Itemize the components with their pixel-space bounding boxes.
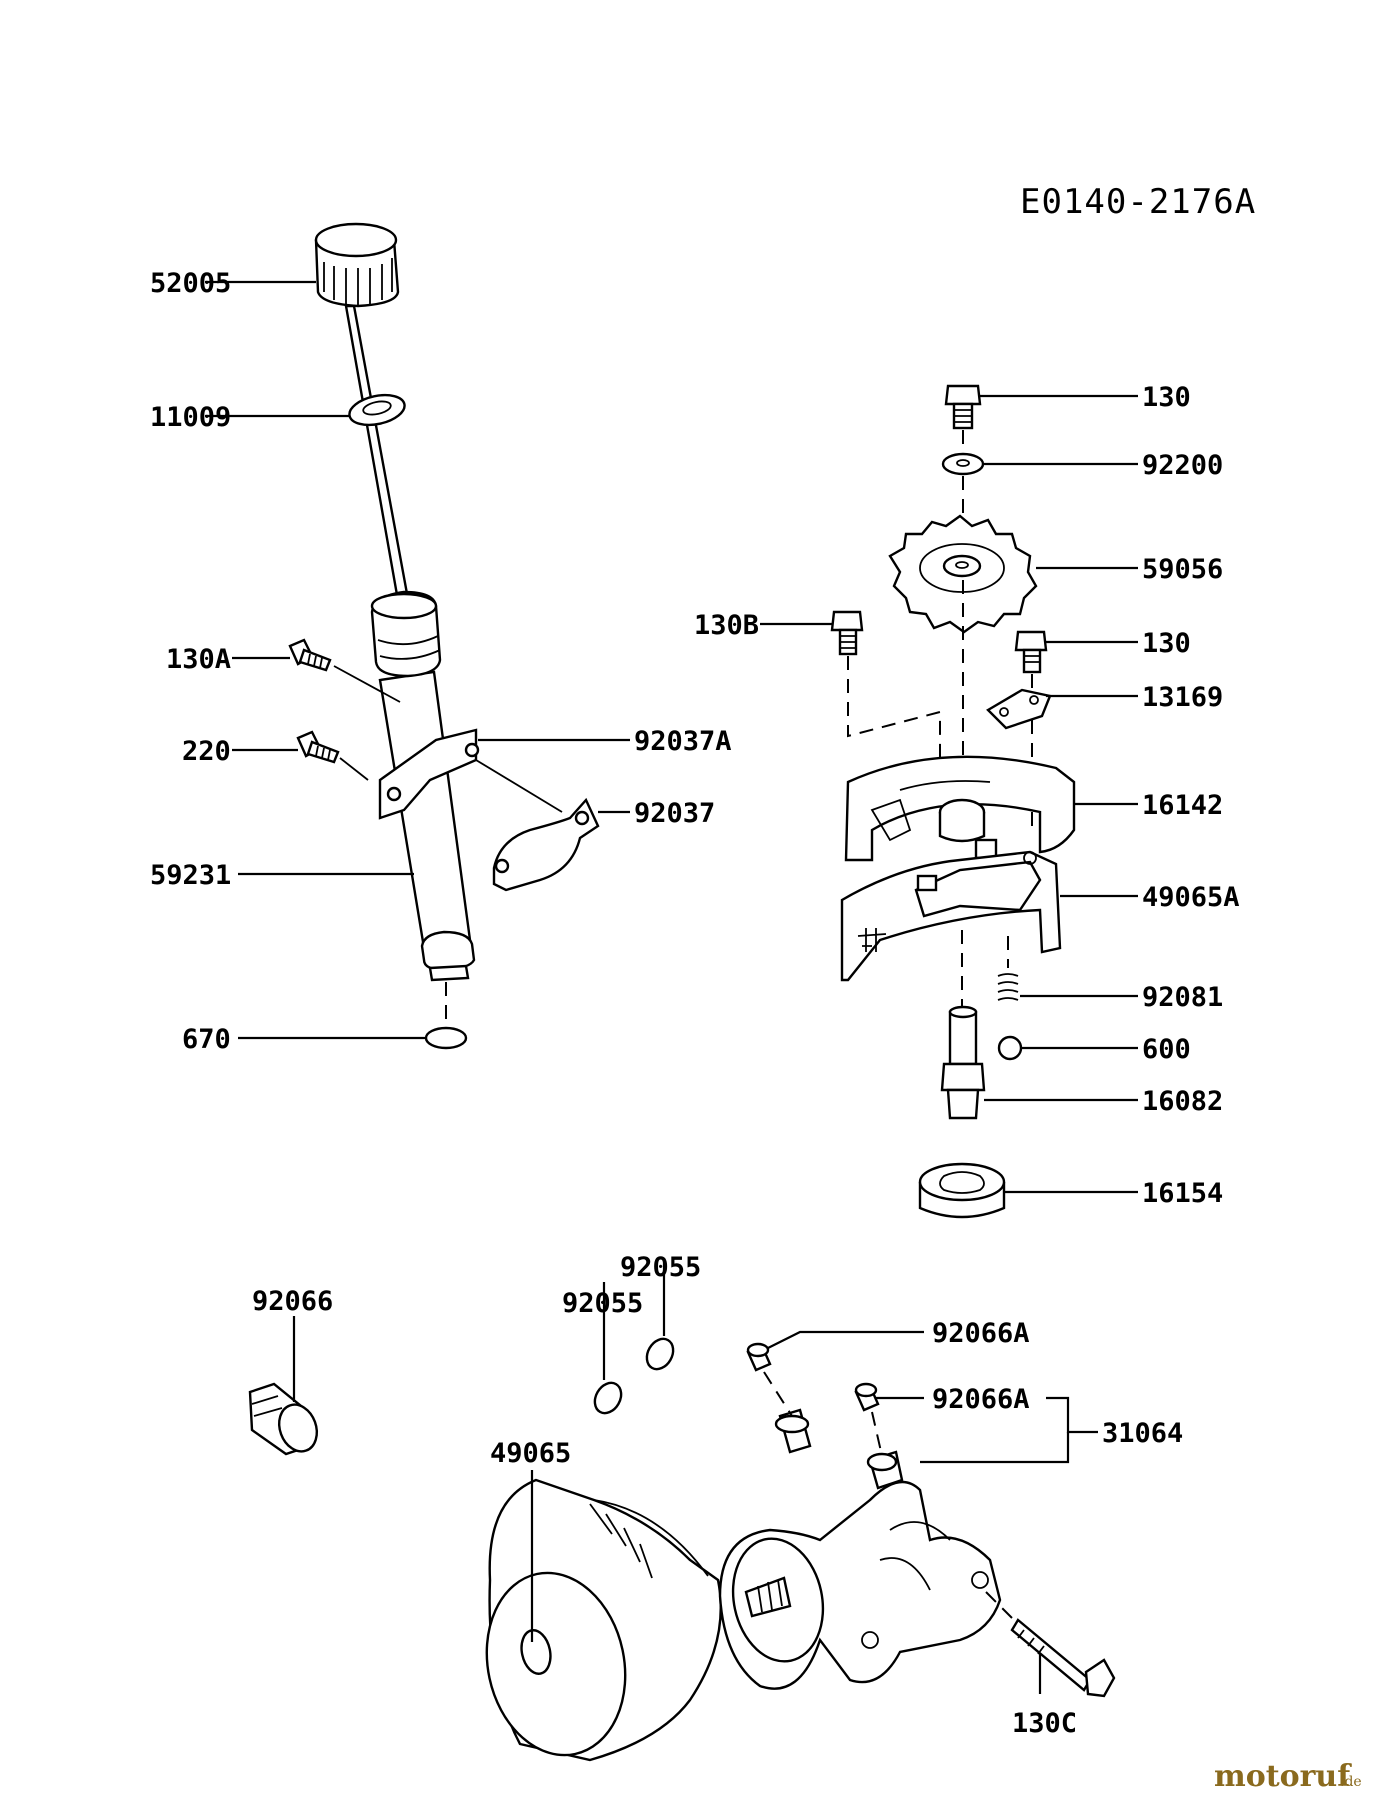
label-92055-b: 92055 <box>620 1252 701 1283</box>
label-130C: 130C <box>1012 1708 1077 1739</box>
o-ring-92055-b <box>645 1337 675 1371</box>
oil-pump-cover-16142 <box>844 755 1076 862</box>
label-92081: 92081 <box>1142 982 1223 1013</box>
dipstick-cap-52005 <box>314 222 400 308</box>
label-49065A: 49065A <box>1142 882 1240 913</box>
label-11009: 11009 <box>150 402 231 433</box>
label-600: 600 <box>1142 1034 1191 1065</box>
clamp-92037 <box>492 797 600 892</box>
bolt-130A <box>288 638 332 672</box>
label-59056: 59056 <box>1142 554 1223 585</box>
ball-600 <box>997 1035 1023 1061</box>
plug-92066A-a <box>746 1342 772 1372</box>
oil-filler-tube-59231 <box>370 590 476 982</box>
bolt-130C <box>1010 1618 1116 1698</box>
label-130B: 130B <box>694 610 759 641</box>
plate-13169 <box>986 688 1052 730</box>
o-ring-92055-a <box>593 1381 623 1415</box>
spring-92081 <box>997 973 1019 1001</box>
watermark-logo: motoruf .de <box>1214 1759 1362 1794</box>
label-130-mid: 130 <box>1142 628 1191 659</box>
label-92066: 92066 <box>252 1286 333 1317</box>
plug-92066A-b <box>854 1382 880 1412</box>
label-13169: 13169 <box>1142 682 1223 713</box>
label-92200: 92200 <box>1142 450 1223 481</box>
label-92066A-a: 92066A <box>932 1318 1030 1349</box>
label-92037: 92037 <box>634 798 715 829</box>
diagram-code: E0140-2176A <box>1020 182 1256 222</box>
o-ring-11009 <box>348 393 406 427</box>
plug-92066 <box>248 1382 319 1456</box>
label-130-top: 130 <box>1142 382 1191 413</box>
label-59231: 59231 <box>150 860 231 891</box>
label-52005: 52005 <box>150 268 231 299</box>
label-49065: 49065 <box>490 1438 571 1469</box>
label-92037A: 92037A <box>634 726 732 757</box>
label-31064: 31064 <box>1102 1418 1183 1449</box>
pump-base-49065A <box>840 850 1062 982</box>
bolt-220 <box>296 730 340 764</box>
label-92055-a: 92055 <box>562 1288 643 1319</box>
label-16082: 16082 <box>1142 1086 1223 1117</box>
label-92066A-b: 92066A <box>932 1384 1030 1415</box>
label-16142: 16142 <box>1142 790 1223 821</box>
label-130A: 130A <box>166 644 231 675</box>
label-220: 220 <box>182 736 231 767</box>
bolt-130-top <box>944 384 982 430</box>
gear-59056 <box>888 514 1038 634</box>
dipstick-rod <box>344 304 412 614</box>
bolt-130B <box>830 610 864 656</box>
bracket-92037A <box>378 728 480 820</box>
bolt-130-mid <box>1014 630 1048 674</box>
washer-92200 <box>941 452 985 476</box>
watermark-brand: motoruf <box>1214 1759 1352 1794</box>
label-670: 670 <box>182 1024 231 1055</box>
rotor-16154 <box>918 1162 1006 1219</box>
o-ring-670 <box>424 1026 468 1050</box>
pump-shaft-16082 <box>940 1005 986 1120</box>
filter-housing-31064 <box>718 1408 1002 1690</box>
label-16154: 16154 <box>1142 1178 1223 1209</box>
oil-filter-49065 <box>485 1478 722 1762</box>
watermark-suffix: .de <box>1340 1774 1362 1790</box>
